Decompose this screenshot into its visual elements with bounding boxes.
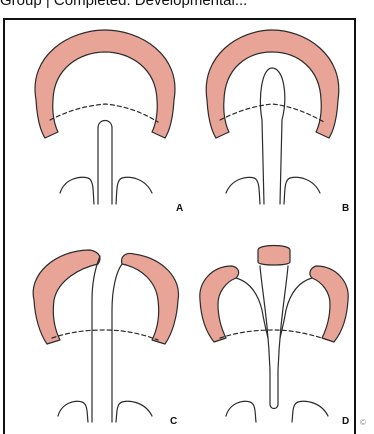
panel-d xyxy=(200,246,348,423)
panel-c-tissue-right xyxy=(122,253,179,344)
panel-b-label: B xyxy=(342,203,349,214)
panel-c-label: C xyxy=(170,416,177,427)
panel-a-base-right xyxy=(116,177,152,204)
panel-b-base-right xyxy=(284,177,320,204)
panel-d-tissue-top xyxy=(258,246,290,266)
panel-a-central-tube xyxy=(98,121,112,205)
panel-c-tube-right xyxy=(112,264,122,422)
panel-d-tissue-left xyxy=(200,266,239,342)
copyright-mark: © xyxy=(360,418,366,427)
panel-b-tissue-arch xyxy=(206,30,339,138)
panel-d-bulb-left xyxy=(236,278,268,338)
panel-b-central-tube xyxy=(260,68,284,204)
panel-a-dashed-line xyxy=(50,104,158,122)
panel-d-base-left xyxy=(226,401,256,422)
panel-c-base-right xyxy=(116,401,152,422)
panel-c-base-left xyxy=(58,401,88,422)
panel-d-tissue-right xyxy=(310,266,348,342)
panel-d-dashed-line xyxy=(220,330,328,340)
panel-d-base-right xyxy=(292,401,328,422)
panel-a-tissue-arch xyxy=(35,30,175,138)
panel-c xyxy=(33,250,178,422)
panel-d-label: D xyxy=(342,416,349,427)
panel-c-tube-left xyxy=(92,256,100,422)
panel-b-base-left xyxy=(226,177,260,204)
panel-d-bulb-right xyxy=(280,278,312,338)
panel-a xyxy=(35,30,175,204)
panel-d-funnel xyxy=(260,266,288,409)
panel-c-dashed-line xyxy=(52,330,158,340)
panel-b xyxy=(206,30,339,204)
panel-a-label: A xyxy=(176,203,183,214)
panel-b-dashed-line xyxy=(220,104,324,122)
panel-a-base-left xyxy=(60,177,94,204)
